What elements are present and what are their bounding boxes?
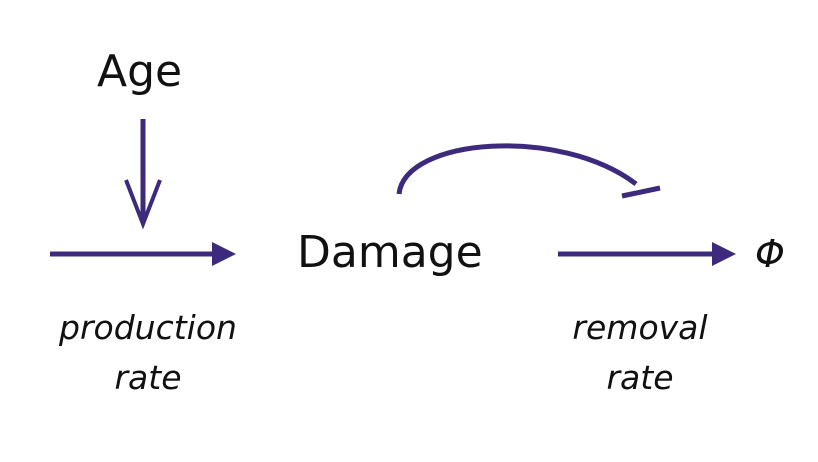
age-arrow [124, 119, 162, 230]
production-rate-label-line2: rate [114, 358, 182, 397]
damage-node: Damage [297, 227, 483, 278]
production-rate-label: production [59, 308, 237, 347]
production-arrow [50, 242, 236, 266]
age-node: Age [97, 46, 183, 97]
removal-rate-label-line2: rate [606, 358, 674, 397]
phi-sink-node: Φ [755, 232, 785, 276]
removal-rate-label: removal [572, 308, 708, 347]
inhibition-arc [396, 143, 661, 199]
removal-arrow [558, 242, 736, 266]
